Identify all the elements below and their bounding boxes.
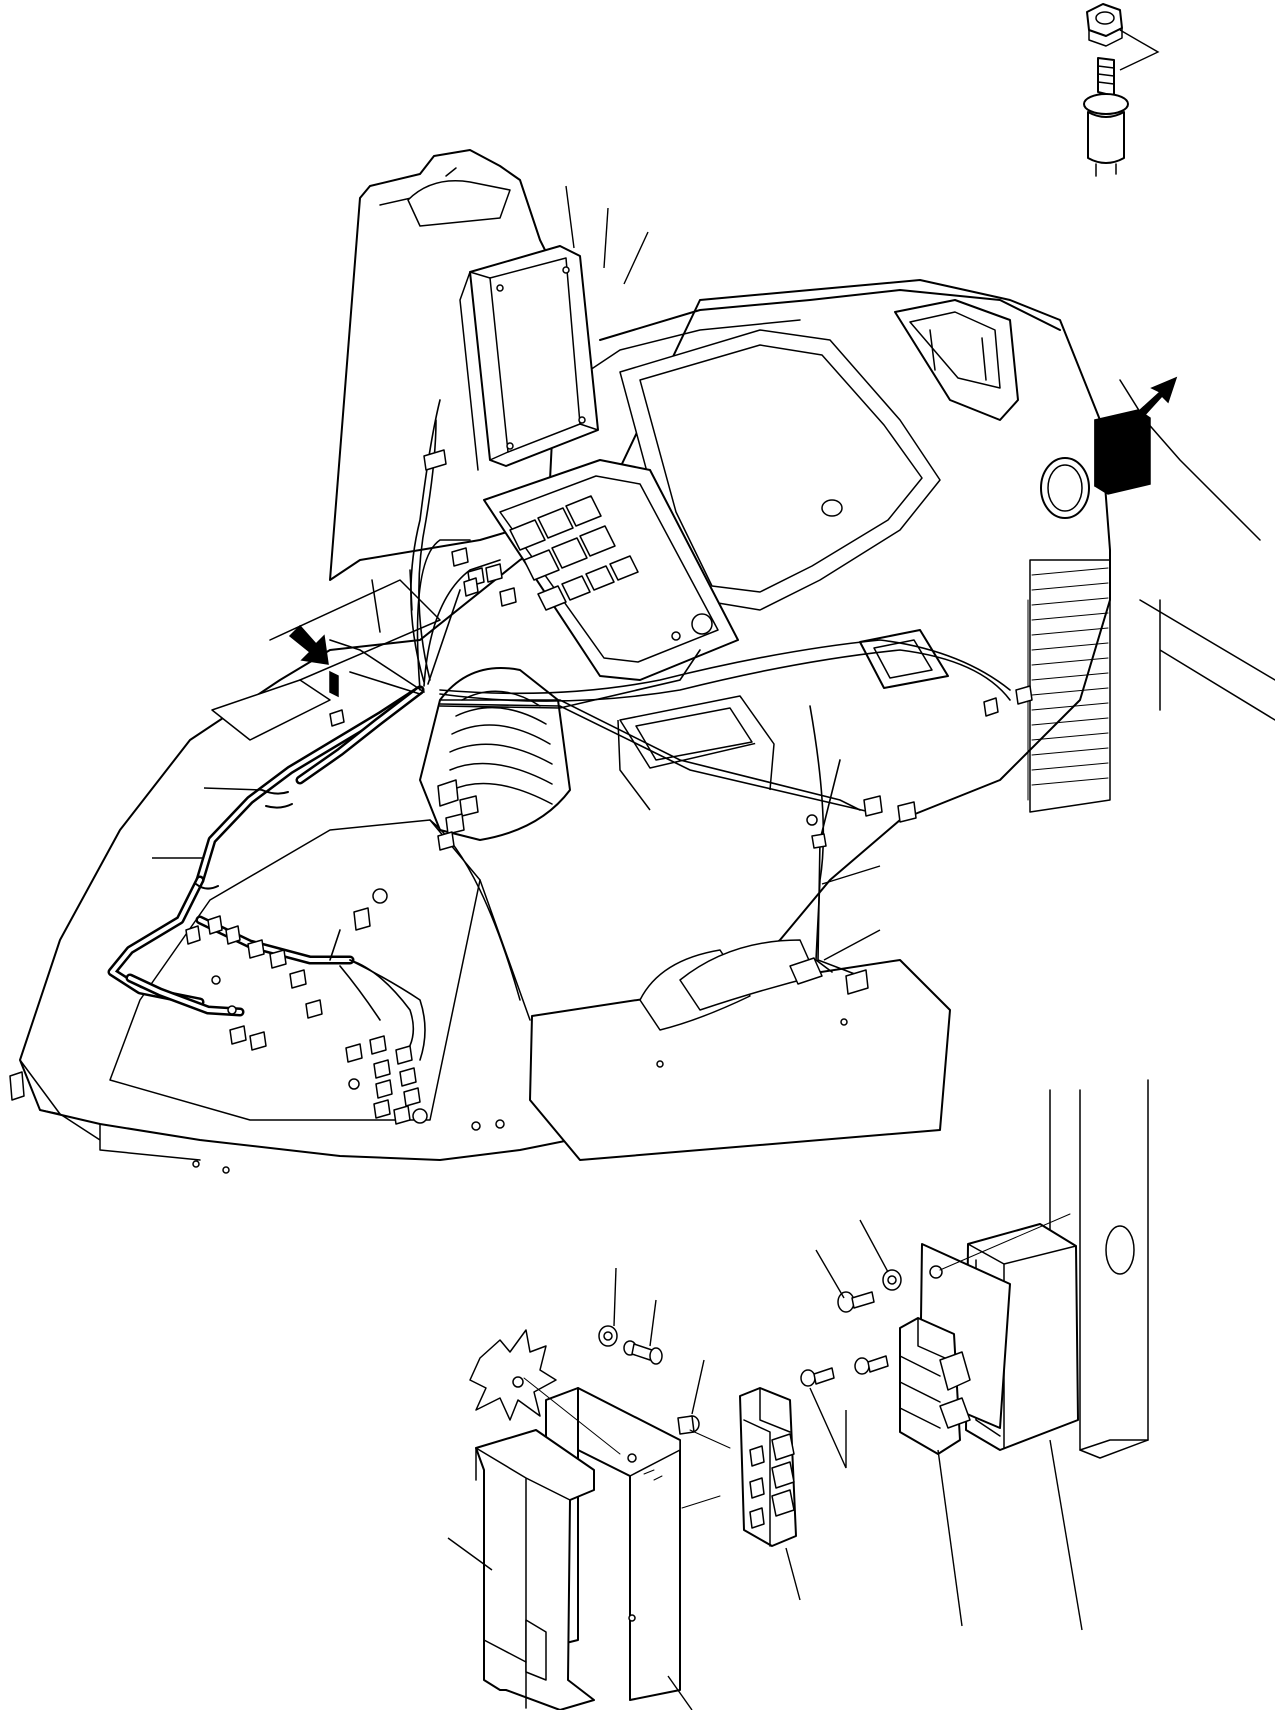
leader-12 xyxy=(692,1360,704,1414)
leader-13 xyxy=(810,1388,846,1468)
leader-18 xyxy=(668,1676,692,1710)
callout-leader-nut xyxy=(1120,30,1158,70)
switch-panel xyxy=(484,460,738,680)
connectors xyxy=(186,450,1032,1124)
relay-box-black xyxy=(1095,410,1150,494)
leader-15 xyxy=(1050,1440,1082,1630)
callout-leaders xyxy=(152,186,1082,1710)
leader-10 xyxy=(614,1268,616,1326)
leader-9 xyxy=(816,1250,844,1298)
operator-console xyxy=(10,150,1275,1173)
leader-11 xyxy=(650,1300,656,1346)
nut-part xyxy=(1087,4,1122,46)
leader-17 xyxy=(786,1548,800,1600)
leader-16 xyxy=(448,1538,492,1570)
screw-washer-upper xyxy=(838,1270,901,1312)
side-vents xyxy=(1028,560,1110,812)
pointer-arrow-right xyxy=(1138,378,1176,418)
exploded-fuse-box-assembly xyxy=(470,1080,1148,1710)
screw-bracket xyxy=(678,1416,699,1434)
leader-8 xyxy=(860,1220,888,1272)
leader-1 xyxy=(566,186,574,248)
push-switch-part xyxy=(1084,58,1128,176)
wire-harness xyxy=(112,400,1010,1060)
monitor-panel xyxy=(460,246,598,470)
screw-washer-left xyxy=(599,1326,662,1364)
leader-14 xyxy=(938,1450,962,1626)
leader-7 xyxy=(824,930,880,960)
front-cover xyxy=(476,1430,594,1710)
leader-6 xyxy=(822,866,880,884)
leader-2 xyxy=(604,208,608,268)
pointer-arrow-left xyxy=(290,626,338,696)
leader-3 xyxy=(624,232,648,284)
inset-switch-assembly xyxy=(1084,4,1158,176)
leader-4 xyxy=(204,788,262,790)
screws-fuse-block xyxy=(801,1356,888,1386)
